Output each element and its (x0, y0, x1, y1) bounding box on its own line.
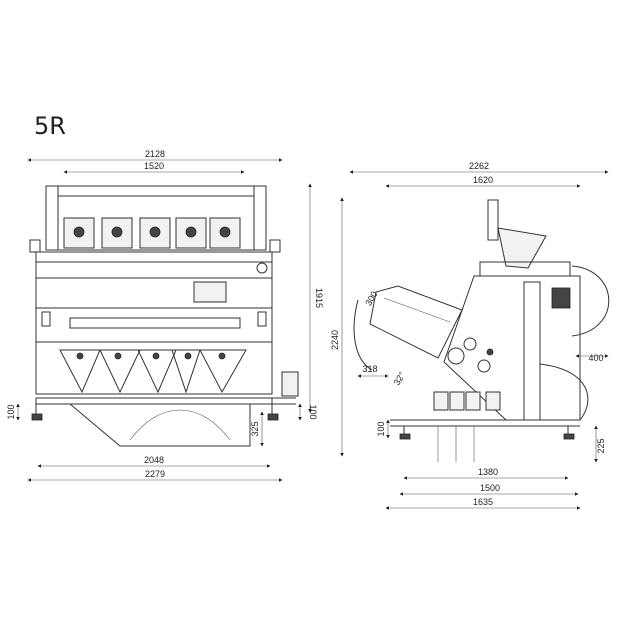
dim-side-feeder: 318 (362, 364, 377, 374)
dim-front-height: 1915 (314, 288, 324, 308)
dim-front-chute: 325 (250, 421, 260, 436)
model-label: 5R (34, 112, 66, 140)
side-view (340, 170, 610, 510)
front-view (16, 158, 312, 482)
dim-front-overall-top: 2128 (145, 149, 165, 159)
touch-screen (193, 281, 227, 303)
dim-side-overall: 2262 (469, 161, 489, 171)
dim-side-cover: 400 (588, 353, 603, 363)
dim-side-clearance: 225 (596, 438, 606, 453)
ejector-cluster (433, 337, 501, 411)
front-dimensions (16, 158, 312, 482)
dim-front-right-leg: 100 (308, 404, 318, 419)
side-dimensions (340, 170, 609, 510)
dim-side-height: 2240 (330, 330, 340, 350)
dim-side-mid-base: 1500 (480, 483, 500, 493)
dim-front-base: 2048 (144, 455, 164, 465)
dim-side-leg: 100 (376, 421, 386, 436)
dim-side-angle: 32° (392, 370, 408, 387)
fan-icon (551, 287, 571, 309)
feeder-units (63, 217, 241, 249)
dim-front-overall-bottom: 2279 (145, 469, 165, 479)
ejector-units (59, 349, 247, 394)
dim-side-top: 1620 (473, 175, 493, 185)
dim-front-left-leg: 100 (6, 404, 16, 419)
dim-front-hopper: 1520 (144, 161, 164, 171)
dim-side-inner-base: 1380 (478, 467, 498, 477)
dim-side-outer-base: 1635 (473, 497, 493, 507)
valve-unit (281, 371, 299, 397)
status-lamp-icon (256, 262, 268, 274)
